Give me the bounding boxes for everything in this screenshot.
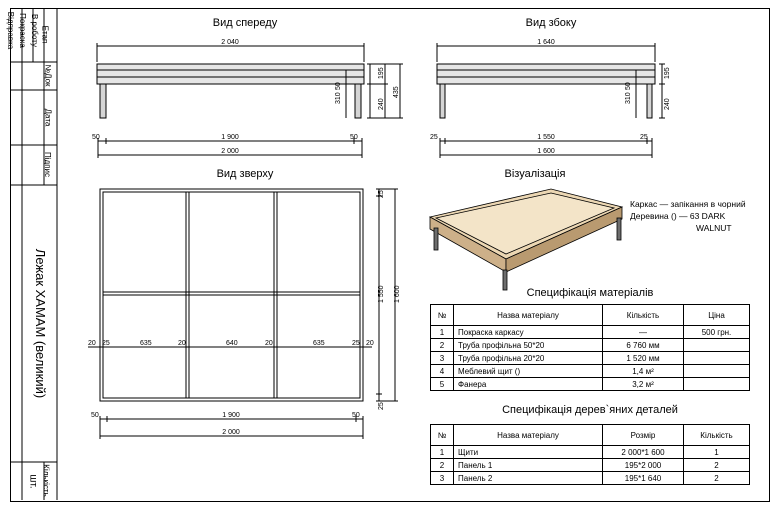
side-dim-inner: 1 550 xyxy=(537,134,555,141)
top-seg-6: 20 xyxy=(265,340,273,347)
side-view-dims: 1 640 1 550 1 600 25 25 195 240 310 50 xyxy=(430,39,671,155)
side-dim-gap: 50 xyxy=(625,82,632,90)
mat-h-price: Ціна xyxy=(683,304,750,326)
side-view-title: Вид збоку xyxy=(525,17,577,29)
top-seg-3: 635 xyxy=(140,340,152,347)
front-view-title: Вид спереду xyxy=(212,17,278,29)
top-seg-2: 25 xyxy=(102,340,110,347)
top-view-drawing xyxy=(88,188,398,439)
front-dim-top: 195 xyxy=(378,67,385,79)
legend-wood-cont: WALNUT xyxy=(696,223,732,233)
materials-header: № Назва матеріалу Кількість Ціна xyxy=(430,304,750,326)
wood-h-qty: Кількість xyxy=(683,424,750,446)
side-dim-leg-r: 25 xyxy=(640,134,648,141)
legend-wood: Деревина () — 63 DARK xyxy=(630,211,726,221)
front-dim-frame: 310 xyxy=(335,92,342,104)
mat-h-qty: Кількість xyxy=(602,304,684,326)
side-dim-outer: 1 600 xyxy=(537,148,555,155)
top-dim-edge-r: 50 xyxy=(352,412,360,419)
top-seg-9: 20 xyxy=(366,340,374,347)
bed-visualization xyxy=(428,188,624,291)
wood-h-num: № xyxy=(430,424,454,446)
legend-frame-finish: Каркас — запікання в чорний xyxy=(630,199,746,209)
front-dim-overall: 2 040 xyxy=(221,39,239,46)
top-view-dims: 20 25 635 20 640 20 635 25 20 1 900 2 00… xyxy=(88,190,401,436)
viz-title: Візуалізація xyxy=(504,168,566,180)
top-dim-w-inner: 1 900 xyxy=(222,412,240,419)
top-seg-5: 640 xyxy=(226,340,238,347)
mat-h-num: № xyxy=(430,304,454,326)
drawing-sheet xyxy=(10,8,770,502)
side-dim-leg-l: 25 xyxy=(430,134,438,141)
wood-header: № Назва матеріалу Розмір Кількість xyxy=(430,424,750,446)
top-seg-7: 635 xyxy=(313,340,325,347)
wood-h-name: Назва матеріалу xyxy=(453,424,603,446)
wood-title: Специфікація дерев`яних деталей xyxy=(502,404,678,416)
side-dim-leg: 240 xyxy=(664,98,671,110)
front-dim-leg-r: 50 xyxy=(350,134,358,141)
top-dim-edge-t: 25 xyxy=(378,190,385,198)
wood-h-size: Розмір xyxy=(602,424,684,446)
viz-legend: Каркас — запікання в чорний Деревина () … xyxy=(630,198,770,234)
top-dim-h-outer: 1 600 xyxy=(394,285,401,303)
front-dim-gap: 50 xyxy=(335,82,342,90)
top-dim-w-outer: 2 000 xyxy=(222,429,240,436)
mat-h-name: Назва матеріалу xyxy=(453,304,603,326)
side-dim-top: 195 xyxy=(664,67,671,79)
top-view-title: Вид зверху xyxy=(216,168,274,180)
top-seg-8: 25 xyxy=(352,340,360,347)
materials-title: Специфікація матеріалів xyxy=(526,287,654,299)
top-dim-edge-l: 50 xyxy=(91,412,99,419)
front-view-dims: 2 040 1 900 2 000 50 50 195 240 435 310 … xyxy=(92,39,400,155)
top-dim-h-inner: 1 550 xyxy=(378,285,385,303)
top-dim-edge-b: 25 xyxy=(378,402,385,410)
top-seg-1: 20 xyxy=(88,340,96,347)
top-seg-4: 20 xyxy=(178,340,186,347)
front-dim-leg: 240 xyxy=(378,98,385,110)
front-dim-inner: 1 900 xyxy=(221,134,239,141)
front-view-drawing xyxy=(96,43,403,158)
side-view-drawing xyxy=(436,43,665,158)
side-dim-overall: 1 640 xyxy=(537,39,555,46)
front-dim-leg-l: 50 xyxy=(92,134,100,141)
front-dim-outer: 2 000 xyxy=(221,148,239,155)
front-dim-total: 435 xyxy=(393,86,400,98)
side-dim-frame: 310 xyxy=(625,92,632,104)
